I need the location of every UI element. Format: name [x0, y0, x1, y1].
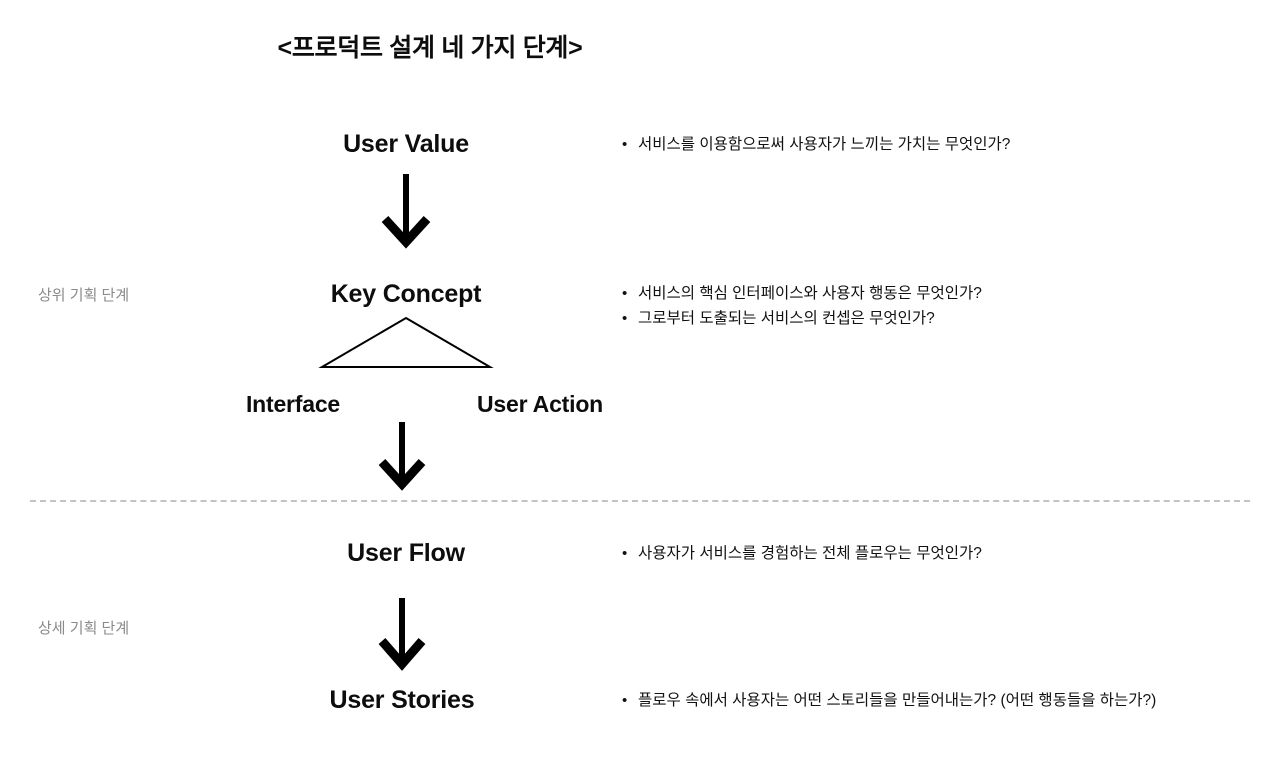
bullet-icon: • — [622, 692, 628, 709]
note-text: 서비스의 핵심 인터페이스와 사용자 행동은 무엇인가? — [638, 285, 982, 302]
down-arrow-icon — [371, 420, 433, 498]
bullet-icon: • — [622, 545, 628, 562]
list-item: • 그로부터 도출되는 서비스의 컨셉은 무엇인가? — [622, 307, 1242, 330]
note-text: 그로부터 도출되는 서비스의 컨셉은 무엇인가? — [638, 310, 935, 327]
bullet-icon: • — [622, 310, 628, 327]
page-title: <프로덕트 설계 네 가지 단계> — [277, 34, 583, 62]
notes-user-value: • 서비스를 이용함으로써 사용자가 느끼는 가치는 무엇인가? — [622, 133, 1242, 158]
bullet-icon: • — [622, 136, 628, 153]
list-item: • 플로우 속에서 사용자는 어떤 스토리들을 만들어내는가? (어떤 행동들을… — [622, 689, 1242, 712]
stage-label-lower: 상세 기획 단계 — [38, 620, 130, 637]
notes-key-concept: • 서비스의 핵심 인터페이스와 사용자 행동은 무엇인가? • 그로부터 도출… — [622, 282, 1242, 332]
note-text: 서비스를 이용함으로써 사용자가 느끼는 가치는 무엇인가? — [638, 136, 1011, 153]
list-item: • 서비스를 이용함으로써 사용자가 느끼는 가치는 무엇인가? — [622, 133, 1242, 156]
note-text: 플로우 속에서 사용자는 어떤 스토리들을 만들어내는가? (어떤 행동들을 하… — [638, 692, 1157, 709]
dashed-divider — [30, 500, 1250, 502]
notes-user-flow: • 사용자가 서비스를 경험하는 전체 플로우는 무엇인가? — [622, 542, 1242, 567]
node-user-stories: User Stories — [329, 686, 475, 714]
node-key-concept: Key Concept — [330, 280, 482, 308]
triangle-branch-icon — [318, 314, 494, 372]
down-arrow-icon — [371, 596, 433, 674]
note-text: 사용자가 서비스를 경험하는 전체 플로우는 무엇인가? — [638, 545, 982, 562]
node-user-action: User Action — [476, 391, 604, 417]
notes-user-stories: • 플로우 속에서 사용자는 어떤 스토리들을 만들어내는가? (어떤 행동들을… — [622, 689, 1242, 714]
node-user-value: User Value — [343, 130, 469, 158]
node-user-flow: User Flow — [347, 539, 465, 567]
node-interface: Interface — [245, 391, 341, 417]
list-item: • 사용자가 서비스를 경험하는 전체 플로우는 무엇인가? — [622, 542, 1242, 565]
list-item: • 서비스의 핵심 인터페이스와 사용자 행동은 무엇인가? — [622, 282, 1242, 305]
stage-label-upper: 상위 기획 단계 — [38, 287, 130, 304]
bullet-icon: • — [622, 285, 628, 302]
down-arrow-icon — [375, 172, 437, 250]
